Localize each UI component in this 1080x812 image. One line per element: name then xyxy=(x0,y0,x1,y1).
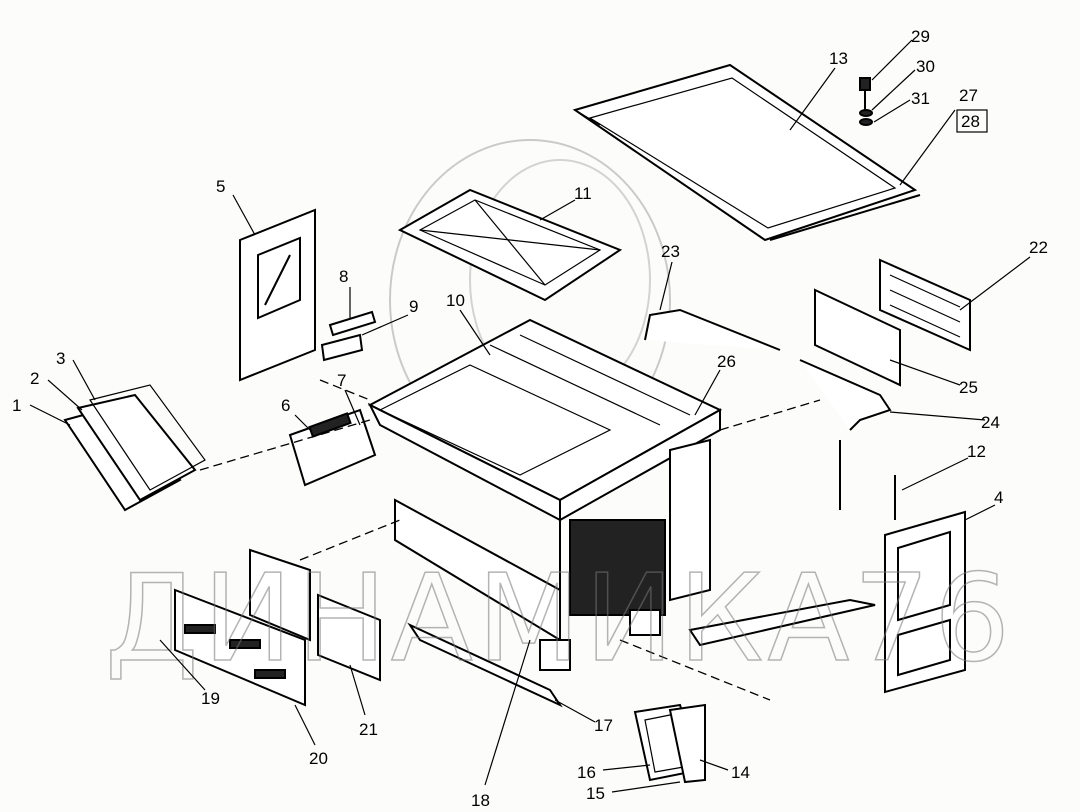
callout-3: 3 xyxy=(56,349,65,368)
callout-1: 1 xyxy=(12,396,21,415)
callout-24: 24 xyxy=(981,413,1000,432)
panel-6 xyxy=(288,408,377,487)
callout-17: 17 xyxy=(594,716,613,735)
callout-14: 14 xyxy=(731,763,750,782)
assembly-lines xyxy=(199,379,821,701)
callout-30: 30 xyxy=(916,57,935,76)
callout-31: 31 xyxy=(911,89,930,108)
callout-2: 2 xyxy=(30,369,39,388)
callout-6: 6 xyxy=(281,396,290,415)
bolt-29-31 xyxy=(859,77,873,126)
callout-4: 4 xyxy=(994,488,1003,507)
callout-29: 29 xyxy=(911,27,930,46)
callout-8: 8 xyxy=(339,267,348,286)
callout-25: 25 xyxy=(959,378,978,397)
callout-23: 23 xyxy=(661,242,680,261)
callout-numbers: 1 2 3 4 5 6 7 8 9 10 11 12 13 14 15 16 1… xyxy=(12,27,1048,810)
callout-12: 12 xyxy=(967,442,986,461)
callout-20: 20 xyxy=(309,749,328,768)
callout-16: 16 xyxy=(577,763,596,782)
roof-hatch-11 xyxy=(397,188,623,302)
door-4 xyxy=(884,510,966,694)
callout-13: 13 xyxy=(829,49,848,68)
door-5 xyxy=(239,208,316,382)
callout-26: 26 xyxy=(717,352,736,371)
bracket-17 xyxy=(407,598,876,708)
watermark-text: ДИНАМИКА76 xyxy=(105,550,1014,689)
callout-7: 7 xyxy=(337,371,346,390)
callout-27: 27 xyxy=(959,86,978,105)
callout-18: 18 xyxy=(471,791,490,810)
callout-15: 15 xyxy=(586,784,605,803)
callout-10: 10 xyxy=(446,291,465,310)
callout-22: 22 xyxy=(1029,238,1048,257)
callout-11: 11 xyxy=(574,184,592,203)
pipes-23-24 xyxy=(644,308,896,520)
callout-28: 28 xyxy=(961,112,980,131)
window-glass-1-3 xyxy=(63,384,206,512)
handles-8-9 xyxy=(320,310,377,362)
callout-5: 5 xyxy=(216,177,225,196)
side-panel-22 xyxy=(814,258,971,387)
seals-14-16 xyxy=(633,703,706,784)
cab-frame-10 xyxy=(367,318,723,671)
leader-lines xyxy=(29,39,1031,793)
callout-21: 21 xyxy=(359,720,378,739)
callout-9: 9 xyxy=(409,297,418,316)
front-panels-19-21 xyxy=(174,548,381,707)
callout-19: 19 xyxy=(201,689,220,708)
roof-panel-13 xyxy=(572,63,921,242)
